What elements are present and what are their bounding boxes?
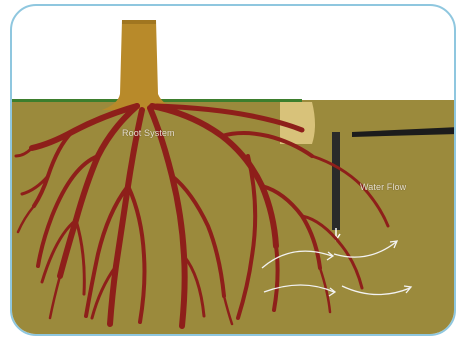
trunk-top	[122, 20, 156, 24]
diagram-frame: Root System Water Flow	[10, 4, 456, 336]
tree-trunk-icon	[102, 20, 177, 110]
water-flow-label: Water Flow	[360, 182, 406, 192]
root-diagram	[12, 6, 456, 336]
root-system-label: Root System	[122, 128, 175, 138]
drain-pipe-icon	[332, 132, 340, 230]
